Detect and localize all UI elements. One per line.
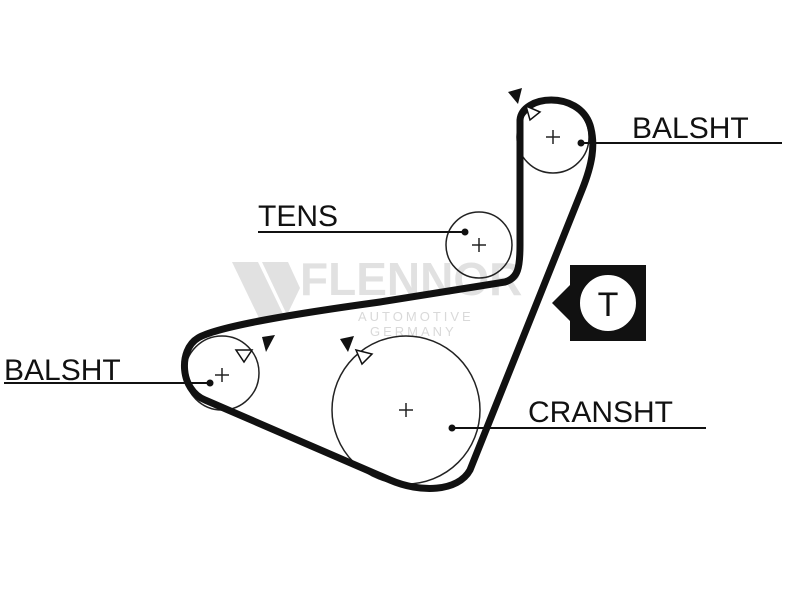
label-balsht-left: BALSHT: [4, 354, 121, 387]
timing-marker-circle: [578, 273, 638, 333]
pulley-centre-marks: [215, 130, 560, 417]
timing-notch-left: [234, 349, 254, 364]
timing-arrow-crank: [340, 336, 354, 352]
timing-marks: [234, 88, 542, 366]
timing-arrow-left: [262, 335, 275, 352]
timing-notch-crank: [354, 348, 374, 366]
timing-marker-pointer: [552, 283, 572, 323]
watermark-line1: AUTOMOTIVE: [358, 309, 474, 324]
flennor-logo-mark: [232, 262, 285, 318]
timing-marker-icon: T: [552, 265, 646, 341]
timing-belt: [181, 96, 597, 492]
flennor-watermark: FLENNOR AUTOMOTIVE GERMANY: [232, 253, 522, 339]
timing-arrow-top: [508, 88, 522, 104]
timing-marker-letter: T: [598, 286, 619, 324]
tensioner-pulley: [445, 211, 513, 279]
watermark-line2: GERMANY: [370, 324, 457, 339]
flennor-logo-mark-2: [262, 262, 300, 315]
label-tens: TENS: [258, 200, 338, 233]
label-balsht-top: BALSHT: [632, 112, 749, 145]
timing-notch-top: [524, 104, 542, 122]
label-cranshaft: CRANSHT: [528, 396, 673, 429]
